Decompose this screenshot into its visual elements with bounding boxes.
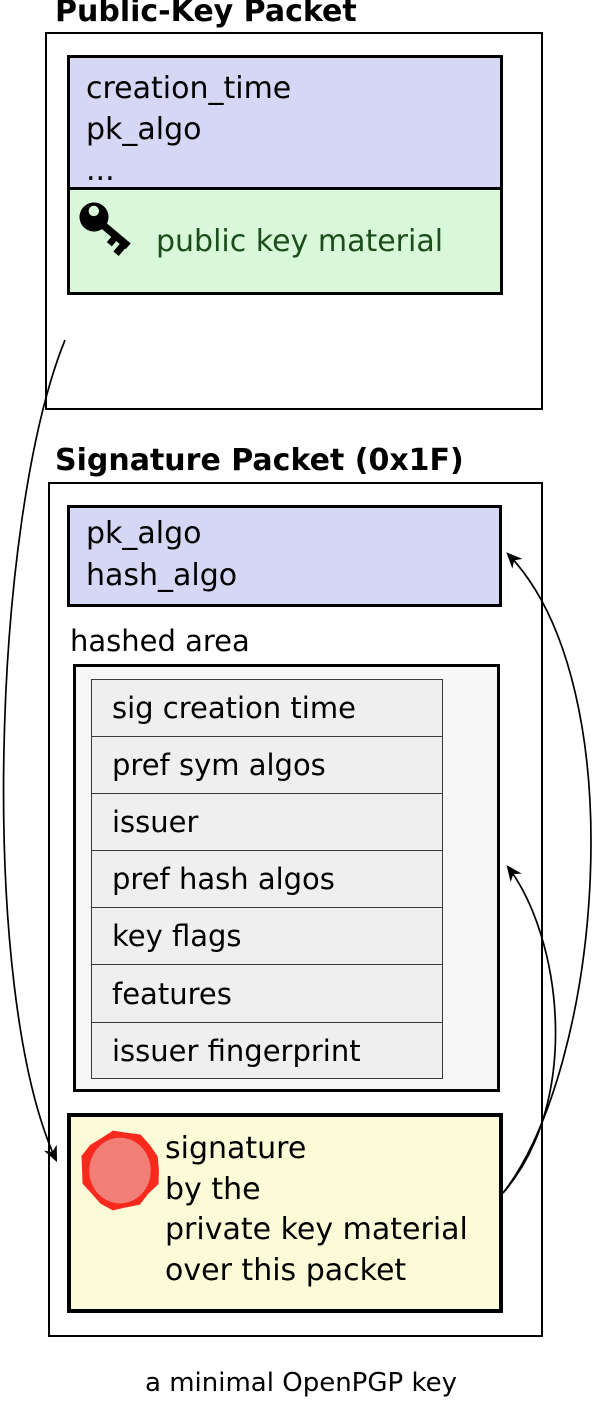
field-hash-algo: hash_algo	[86, 558, 238, 593]
subpacket-row: issuer fingerprint	[112, 1034, 361, 1069]
public-key-material-label: public key material	[156, 223, 444, 259]
field-pk-algo: pk_algo	[86, 516, 202, 551]
signature-packet-title: Signature Packet (0x1F)	[55, 443, 464, 478]
subpacket-row: key flags	[92, 908, 442, 966]
signature-line: over this packet	[165, 1252, 407, 1288]
public-key-material-section: public key material	[70, 187, 500, 292]
hashed-area-label: hashed area	[70, 624, 250, 658]
public-key-packet-inner-box: creation_time pk_algo ... public key mat…	[67, 55, 503, 295]
public-key-packet-title: Public-Key Packet	[55, 0, 357, 29]
subpacket-row: pref sym algos	[92, 737, 442, 795]
field-pk-algo: pk_algo	[86, 112, 202, 147]
key-icon	[79, 202, 131, 257]
hashed-subpackets-list: sig creation time pref sym algos issuer …	[91, 679, 443, 1079]
field-creation-time: creation_time	[86, 71, 292, 106]
signature-line: signature	[165, 1131, 307, 1166]
public-key-fields: creation_time pk_algo ...	[70, 58, 500, 191]
field-ellipsis: ...	[86, 153, 115, 188]
signature-description: signature by the private key material ov…	[165, 1129, 468, 1291]
subpacket-row: features	[92, 965, 442, 1023]
signature-line: by the	[165, 1171, 261, 1207]
signature-packet-fields-box: pk_algo hash_algo	[67, 505, 502, 607]
signature-line: private key material	[165, 1212, 468, 1247]
signature-value-box: signature by the private key material ov…	[67, 1113, 503, 1313]
subpacket-row: issuer	[92, 794, 442, 852]
subpacket-row: sig creation time	[92, 680, 442, 738]
wax-seal-icon	[81, 1130, 159, 1211]
hashed-area-box: sig creation time pref sym algos issuer …	[73, 664, 500, 1092]
subpacket-row: pref hash algos	[92, 851, 442, 909]
diagram-caption: a minimal OpenPGP key	[145, 1368, 457, 1398]
